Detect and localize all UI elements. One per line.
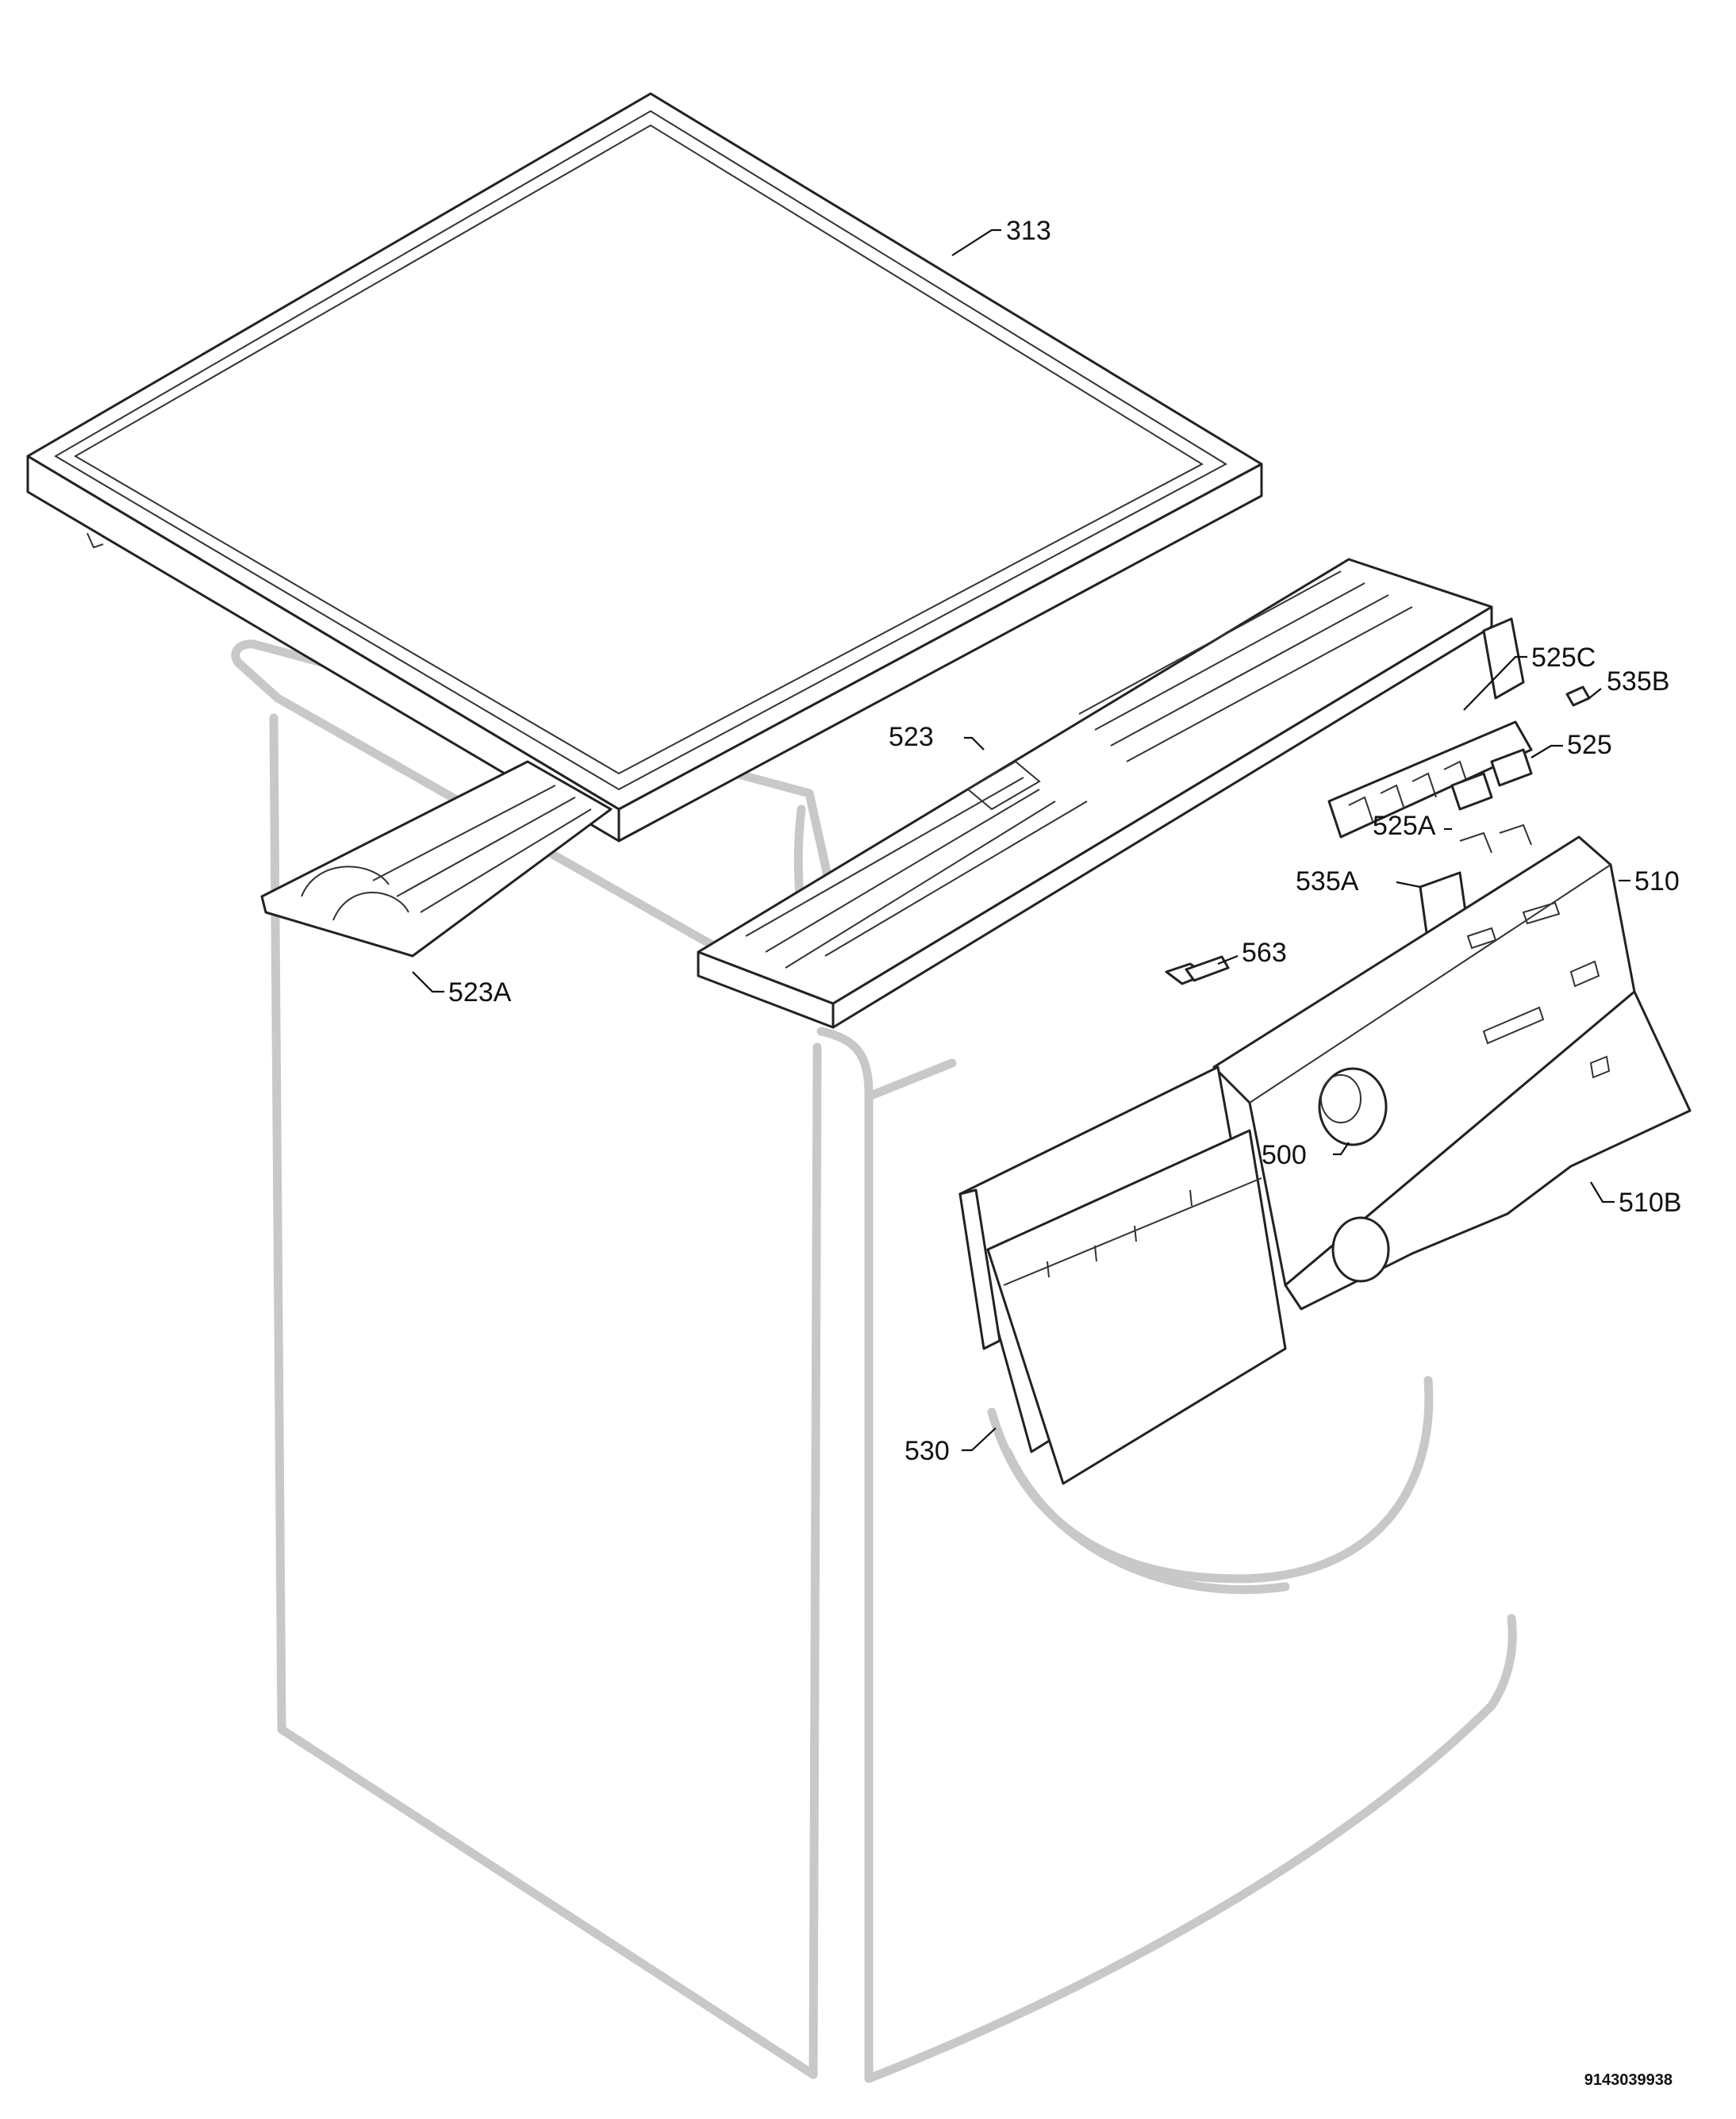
control-panel-part — [1212, 835, 1692, 1311]
callout-563: 563 — [1242, 938, 1287, 968]
callout-510B: 510B — [1619, 1188, 1681, 1218]
callout-525: 525 — [1567, 730, 1612, 760]
drawing-number: 9143039938 — [1584, 2071, 1673, 2089]
callout-530: 530 — [904, 1436, 950, 1466]
top-lid-part — [26, 92, 1263, 843]
callout-500: 500 — [1262, 1140, 1307, 1170]
callout-525A: 525A — [1373, 811, 1436, 841]
detergent-drawer-part — [958, 1065, 1287, 1485]
left-rail-part — [260, 760, 613, 958]
callout-523A: 523A — [448, 977, 512, 1008]
callout-510: 510 — [1634, 866, 1680, 896]
callout-535B: 535B — [1607, 666, 1669, 697]
callout-525C: 525C — [1531, 643, 1596, 673]
callout-313: 313 — [1006, 216, 1051, 246]
right-rail-part — [697, 558, 1493, 1029]
leader-lines — [412, 228, 1630, 1452]
pin-part-563 — [1165, 955, 1230, 985]
callout-523: 523 — [889, 722, 934, 752]
callout-labels: 313 525C 535B 525 523 525A 510 535A 563 … — [448, 216, 1681, 1466]
callout-535A: 535A — [1296, 866, 1359, 896]
